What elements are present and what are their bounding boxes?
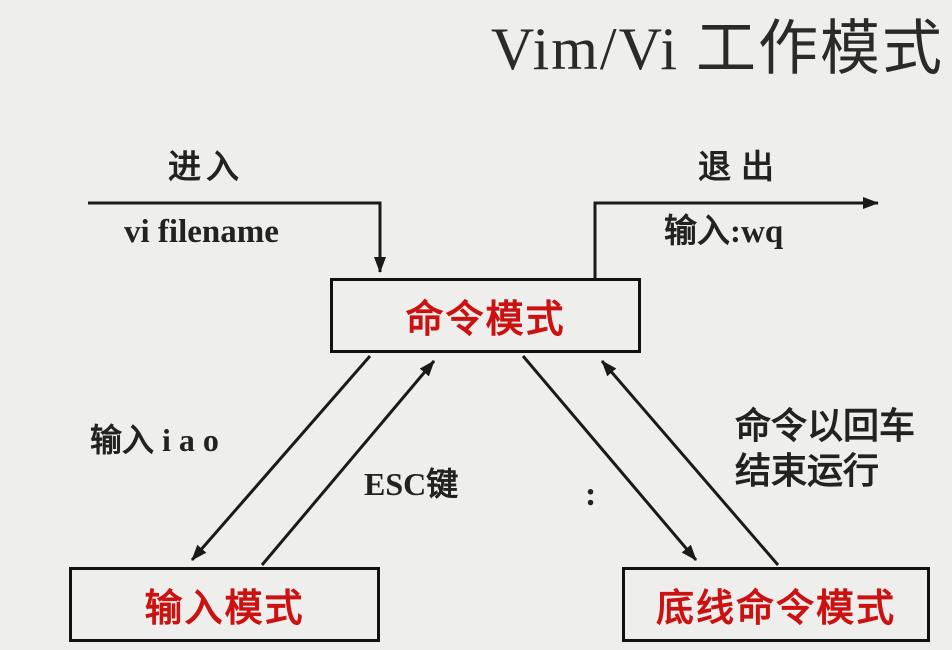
arrow-enter [88,201,386,273]
edge-label-enter: 进入 [168,150,244,186]
edge-label-enter-command: vi filename [124,214,279,250]
arrow-command-to-lastline [521,355,698,561]
edge-label-exit: 退出 [698,150,784,186]
edge-label-exit-command: 输入:wq [664,214,784,250]
diagram-title: Vim/Vi 工作模式 [490,16,944,82]
node-insert-mode-label: 输入模式 [144,588,305,630]
edge-label-esc-key: ESC键 [364,466,459,502]
node-lastline-mode: 底线命令模式 [622,567,930,642]
edge-label-input-iao: 输入 i a o [90,422,219,458]
node-insert-mode: 输入模式 [69,567,380,642]
edge-label-enter-to-run: 命令以回车 结束运行 [735,406,916,491]
arrow-command-to-insert [190,355,372,561]
arrow-exit [593,197,879,278]
node-lastline-mode-label: 底线命令模式 [655,588,896,630]
edge-label-colon: : [585,476,597,513]
node-command-mode-label: 命令模式 [405,299,566,341]
arrow-lastline-to-command [600,360,780,566]
arrow-insert-to-command [260,360,436,566]
node-command-mode: 命令模式 [330,278,641,353]
